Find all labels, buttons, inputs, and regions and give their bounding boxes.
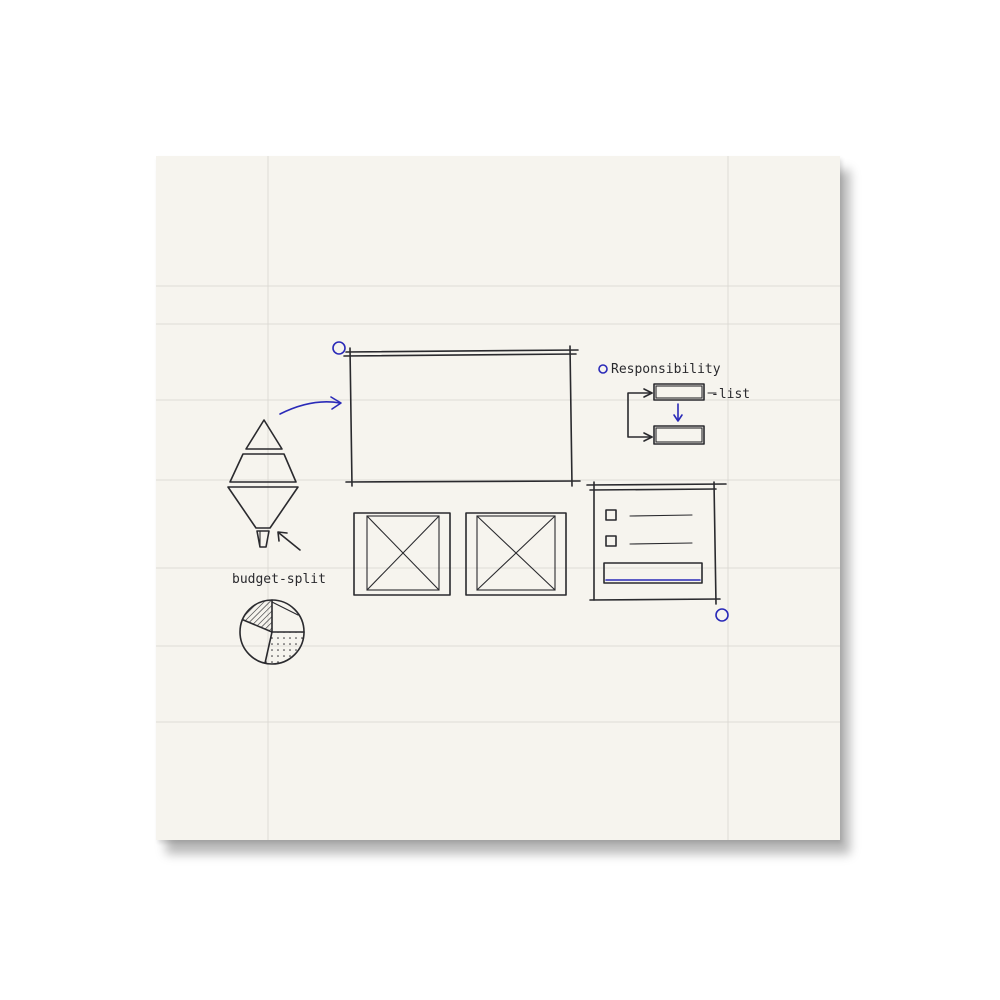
anchor-circle-bottom-right bbox=[715, 608, 729, 622]
flow-box-bottom bbox=[653, 425, 705, 445]
flow-box-top bbox=[653, 383, 705, 401]
sheet-grid bbox=[156, 156, 840, 840]
paper-sheet bbox=[156, 156, 840, 840]
form-submit-bar bbox=[603, 562, 703, 584]
form-checkbox-row-1 bbox=[605, 509, 693, 521]
label-list: -list bbox=[711, 387, 750, 402]
label-budget-split: budget-split bbox=[232, 572, 326, 587]
image-placeholder-2 bbox=[465, 512, 567, 596]
flow-connector bbox=[627, 388, 717, 442]
arrow-to-funnel bbox=[277, 531, 301, 551]
hero-box bbox=[343, 345, 581, 487]
arrow-to-hero bbox=[279, 396, 342, 415]
bullet-circle bbox=[598, 364, 608, 374]
image-placeholder-1 bbox=[353, 512, 451, 596]
pie-chart-icon bbox=[239, 599, 305, 665]
form-checkbox-row-2 bbox=[605, 535, 693, 547]
form-panel bbox=[586, 481, 727, 605]
label-responsibility: Responsibility bbox=[611, 362, 721, 377]
flow-arrow-down bbox=[673, 403, 683, 422]
anchor-circle-top-left bbox=[332, 341, 346, 355]
funnel-icon bbox=[227, 419, 299, 548]
